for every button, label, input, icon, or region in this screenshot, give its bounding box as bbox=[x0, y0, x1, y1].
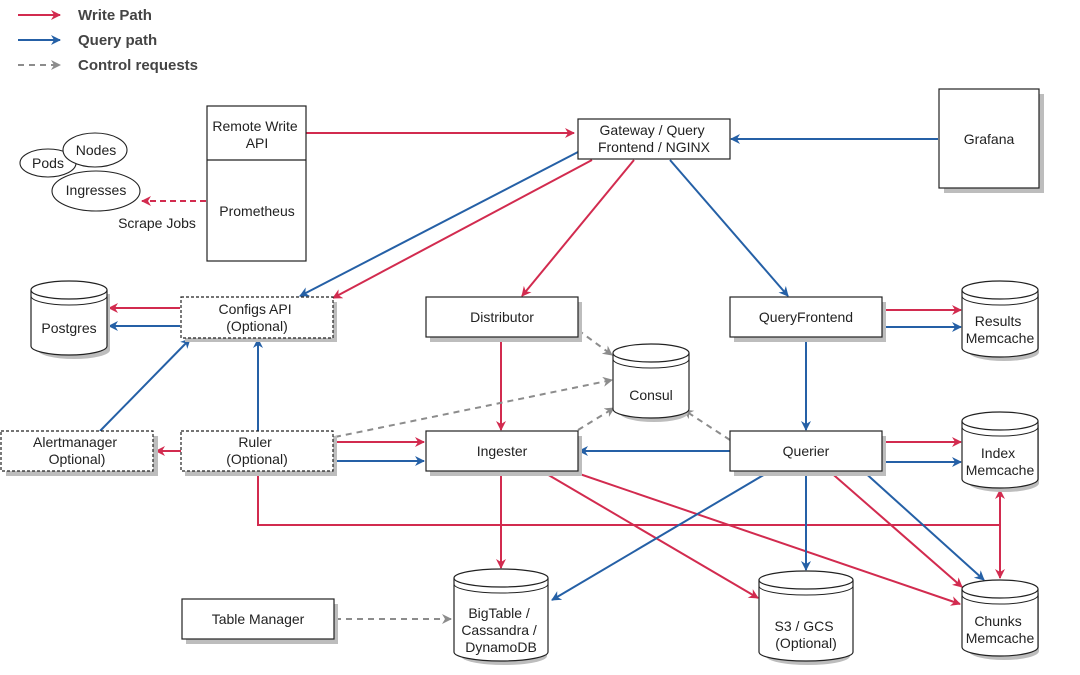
configs-api-line-1: Configs API bbox=[218, 301, 291, 317]
node-querier[interactable]: Querier bbox=[729, 430, 886, 476]
cloud-nodes: Nodes bbox=[62, 132, 128, 168]
nodes: Remote Write API Prometheus Gateway / Qu… bbox=[0, 88, 1044, 665]
node-distributor[interactable]: Distributor bbox=[425, 296, 582, 342]
node-results-memcache[interactable]: Results Memcache bbox=[961, 280, 1039, 361]
chunks-memcache-line-2: Memcache bbox=[966, 630, 1035, 646]
querier-label: Querier bbox=[783, 443, 830, 459]
scrape-jobs-label: Scrape Jobs bbox=[118, 215, 196, 231]
legend-ctrl: Control requests bbox=[18, 57, 198, 74]
node-postgres[interactable]: Postgres bbox=[30, 280, 110, 359]
gateway-line-1: Gateway / Query bbox=[600, 122, 705, 138]
node-grafana[interactable]: Grafana bbox=[938, 88, 1044, 193]
s3-label: S3 / GCS (Optional) bbox=[774, 618, 837, 651]
ruler-label: Ruler (Optional) bbox=[226, 434, 287, 467]
results-memcache-label: Results Memcache bbox=[966, 313, 1035, 346]
ruler-line-1: Ruler bbox=[238, 434, 272, 450]
cloud-nodes-label: Nodes bbox=[76, 142, 116, 158]
index-memcache-line-2: Memcache bbox=[966, 462, 1035, 478]
alertmanager-line-1: Alertmanager bbox=[33, 434, 117, 450]
legend-ctrl-label: Control requests bbox=[78, 57, 198, 74]
edge-gateway-distributor bbox=[521, 159, 635, 297]
node-s3[interactable]: S3 / GCS (Optional) bbox=[758, 570, 854, 665]
edge-ruler-consul bbox=[334, 376, 613, 438]
distributor-label: Distributor bbox=[470, 309, 534, 325]
node-table-manager[interactable]: Table Manager bbox=[181, 598, 338, 644]
table-manager-label: Table Manager bbox=[212, 611, 305, 627]
node-prometheus[interactable]: Remote Write API Prometheus bbox=[206, 105, 307, 262]
edge-querier-consul bbox=[683, 409, 731, 441]
edges bbox=[99, 128, 1005, 624]
scrape-targets-clouds: Pods Nodes Ingresses Scrape Jobs bbox=[19, 132, 196, 231]
edge-ingester-consul bbox=[577, 407, 615, 431]
alertmanager-label: Alertmanager Optional) bbox=[33, 434, 121, 467]
edge-querier-chunks-query bbox=[861, 469, 985, 581]
s3-line-1: S3 / GCS bbox=[774, 618, 833, 634]
bigtable-line-2: Cassandra / bbox=[461, 622, 537, 638]
configs-api-line-2: (Optional) bbox=[226, 318, 287, 334]
prometheus-label: Prometheus bbox=[219, 203, 294, 219]
cloud-ingresses-label: Ingresses bbox=[66, 182, 127, 198]
remote-write-label: Remote Write API bbox=[212, 118, 301, 151]
node-gateway[interactable]: Gateway / Query Frontend / NGINX bbox=[577, 118, 731, 160]
chunks-memcache-label: Chunks Memcache bbox=[966, 613, 1035, 646]
consul-label: Consul bbox=[629, 387, 673, 403]
node-ruler[interactable]: Ruler (Optional) bbox=[180, 430, 337, 476]
index-memcache-line-1: Index bbox=[981, 445, 1015, 461]
node-ingester[interactable]: Ingester bbox=[425, 430, 582, 476]
edge-querier-chunks-write bbox=[827, 469, 963, 588]
remote-write-line-2: API bbox=[246, 135, 269, 151]
edge-ruler-memcache-bus bbox=[257, 470, 1000, 526]
bigtable-line-1: BigTable / bbox=[468, 605, 530, 621]
legend-write: Write Path bbox=[18, 7, 152, 24]
node-alertmanager[interactable]: Alertmanager Optional) bbox=[0, 430, 158, 476]
edge-alertmanager-configs bbox=[99, 338, 191, 432]
node-configs-api[interactable]: Configs API (Optional) bbox=[180, 296, 337, 342]
edge-gateway-configs-query bbox=[299, 151, 579, 297]
index-memcache-label: Index Memcache bbox=[966, 445, 1035, 478]
legend-write-label: Write Path bbox=[78, 7, 152, 24]
node-index-memcache[interactable]: Index Memcache bbox=[961, 411, 1039, 492]
edge-distributor-consul bbox=[577, 329, 613, 356]
results-memcache-line-2: Memcache bbox=[966, 330, 1035, 346]
query-frontend-label: QueryFrontend bbox=[759, 309, 853, 325]
s3-line-2: (Optional) bbox=[775, 635, 836, 651]
chunks-memcache-line-1: Chunks bbox=[974, 613, 1021, 629]
node-bigtable[interactable]: BigTable / Cassandra / DynamoDB bbox=[453, 568, 549, 665]
alertmanager-line-2: Optional) bbox=[49, 451, 106, 467]
ruler-line-2: (Optional) bbox=[226, 451, 287, 467]
node-chunks-memcache[interactable]: Chunks Memcache bbox=[961, 579, 1039, 660]
configs-api-label: Configs API (Optional) bbox=[218, 301, 295, 334]
edge-gateway-configs-write bbox=[332, 159, 593, 299]
remote-write-line-1: Remote Write bbox=[212, 118, 298, 134]
cloud-pods-label: Pods bbox=[32, 155, 64, 171]
node-consul[interactable]: Consul bbox=[612, 343, 690, 422]
edge-querier-bigtable bbox=[551, 469, 773, 601]
grafana-label: Grafana bbox=[964, 131, 1015, 147]
results-memcache-line-1: Results bbox=[975, 313, 1022, 329]
ingester-label: Ingester bbox=[477, 443, 528, 459]
cloud-ingresses: Ingresses bbox=[51, 170, 141, 212]
legend: Write Path Query path Control requests bbox=[18, 7, 198, 74]
legend-query: Query path bbox=[18, 32, 157, 49]
gateway-label: Gateway / Query Frontend / NGINX bbox=[598, 122, 711, 155]
legend-query-label: Query path bbox=[78, 32, 157, 49]
bigtable-line-3: DynamoDB bbox=[465, 639, 537, 655]
edge-gateway-queryfrontend bbox=[669, 159, 789, 297]
postgres-label: Postgres bbox=[41, 320, 96, 336]
gateway-line-2: Frontend / NGINX bbox=[598, 139, 711, 155]
edge-ingester-s3 bbox=[539, 469, 759, 599]
node-query-frontend[interactable]: QueryFrontend bbox=[729, 296, 886, 342]
bigtable-label: BigTable / Cassandra / DynamoDB bbox=[461, 605, 540, 655]
edge-ingester-chunks bbox=[567, 469, 961, 606]
